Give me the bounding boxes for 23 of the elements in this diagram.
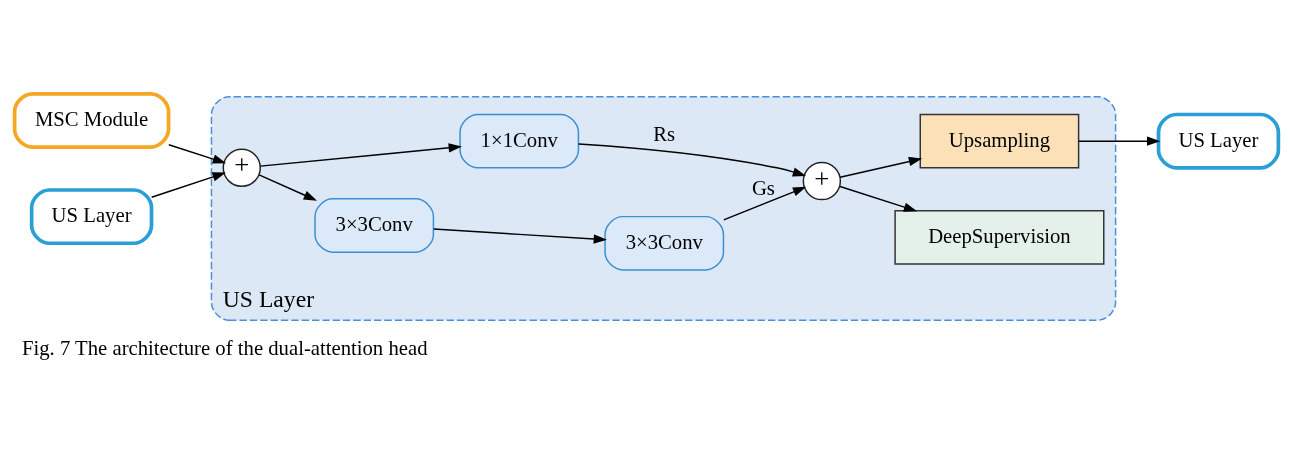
arrow	[259, 142, 462, 167]
arrow	[839, 185, 918, 212]
arrow	[258, 173, 318, 201]
node-box: 3×3Conv	[604, 215, 725, 271]
edge-label: Gs	[751, 176, 775, 199]
node-circle: +	[802, 161, 842, 200]
edge-label: Rs	[653, 122, 676, 145]
node-box: US Layer	[29, 187, 154, 245]
arrow	[433, 227, 607, 244]
arrow	[150, 171, 226, 198]
arrow	[839, 156, 923, 178]
arrow	[723, 186, 807, 221]
node-box: DeepSupervision	[894, 209, 1105, 265]
node-circle: +	[222, 148, 261, 187]
arrow	[1078, 136, 1161, 146]
node-box: 3×3Conv	[314, 197, 435, 253]
node-box: Upsampling	[919, 113, 1080, 169]
caption: Fig. 7 The architecture of the dual-attention head	[22, 336, 428, 359]
arrow	[168, 143, 227, 164]
node-box: US Layer	[1156, 112, 1281, 170]
node-box: 1×1Conv	[459, 113, 580, 169]
arrow	[577, 142, 807, 176]
node-box: MSC Module	[12, 91, 171, 149]
